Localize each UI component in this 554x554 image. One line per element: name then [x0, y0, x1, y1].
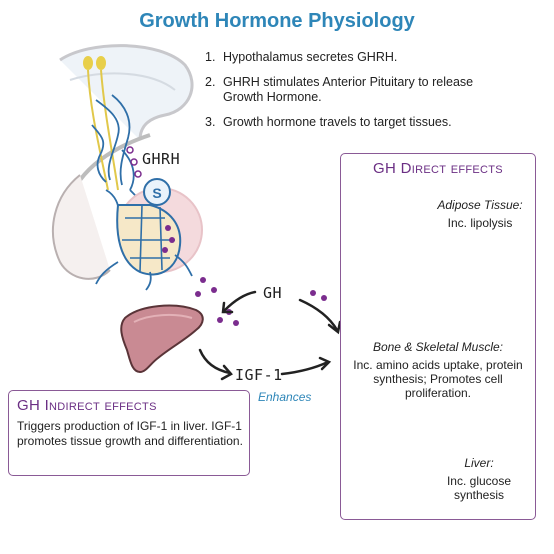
liver-icon — [120, 304, 204, 374]
step-item: 3. Growth hormone travels to target tiss… — [205, 115, 545, 130]
step-item: 2. GHRH stimulates Anterior Pituitary to… — [205, 75, 545, 105]
direct-effects-title: GH Direct effects — [373, 160, 503, 177]
indirect-effects-desc: Triggers production of IGF-1 in liver. I… — [17, 419, 243, 448]
ghrh-dots — [126, 146, 142, 178]
bone-muscle-label: Bone & Skeletal Muscle: — [372, 340, 504, 354]
direct-effects-box: GH Direct effects Adipose Tissue: Inc. l… — [340, 153, 536, 520]
adipose-tissue-label: Adipose Tissue: — [437, 198, 523, 212]
hypothalamus-neurons — [83, 56, 119, 191]
step-number: 2. — [205, 75, 216, 89]
step-number: 3. — [205, 115, 216, 129]
step-number: 1. — [205, 50, 216, 64]
adipose-tissue-desc: Inc. lipolysis — [447, 216, 513, 230]
gh-dots-pituitary — [162, 225, 175, 253]
gh-dots-released — [195, 277, 327, 326]
page-title: Growth Hormone Physiology — [139, 10, 415, 32]
step-text: GHRH stimulates Anterior Pituitary to re… — [223, 75, 474, 104]
liver-desc: Inc. glucose synthesis — [446, 474, 512, 502]
igf1-label: IGF-1 — [235, 366, 283, 384]
step-item: 1. Hypothalamus secretes GHRH. — [205, 50, 545, 65]
liver-label: Liver: — [464, 456, 494, 470]
step-text: Hypothalamus secretes GHRH. — [223, 50, 398, 64]
brain-head-illustration — [52, 44, 194, 280]
steps-list: 1. Hypothalamus secretes GHRH. 2. GHRH s… — [205, 50, 545, 140]
indirect-effects-box: GH Indirect effects Triggers production … — [8, 390, 250, 476]
gh-label: GH — [263, 284, 283, 302]
indirect-effects-title: GH Indirect effects — [17, 397, 157, 414]
bone-muscle-desc: Inc. amino acids uptake, protein synthes… — [353, 358, 523, 400]
arrow-icon — [198, 290, 342, 381]
pituitary-gland-illustration — [95, 178, 203, 291]
pituitary-symbol: S — [152, 185, 161, 201]
enhances-label: Enhances — [258, 390, 312, 404]
ghrh-label: GHRH — [142, 150, 181, 168]
step-text: Growth hormone travels to target tissues… — [223, 115, 452, 129]
